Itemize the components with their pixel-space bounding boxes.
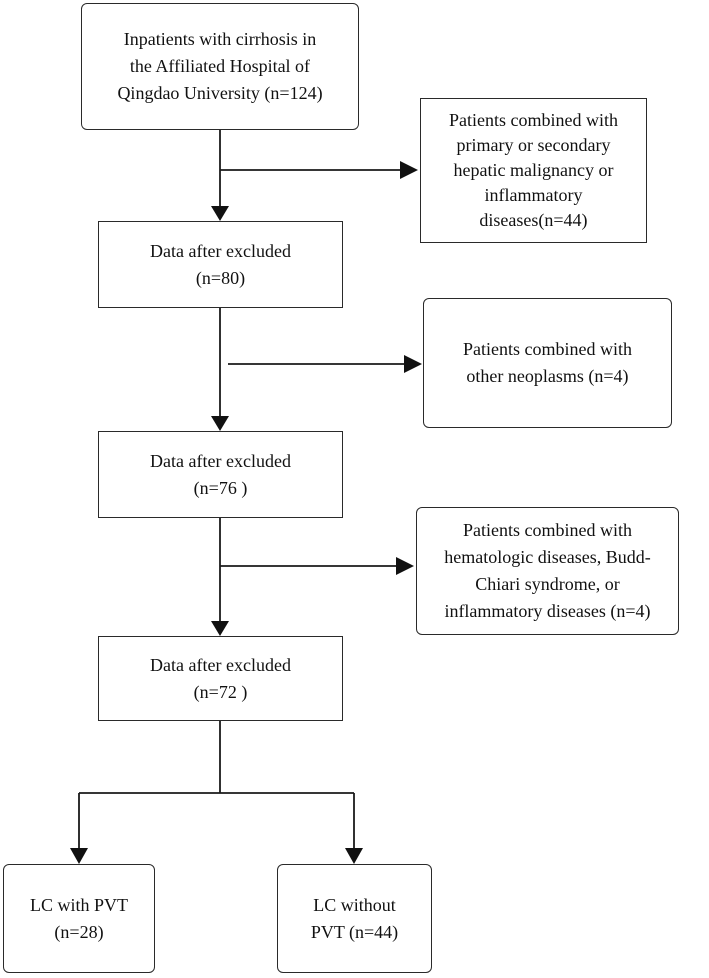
group-box-no-pvt: LC without PVT (n=44)	[277, 864, 432, 973]
exclusion-box-1: Patients combined with primary or second…	[420, 98, 647, 243]
arrowhead-group-pvt	[70, 848, 88, 864]
arrowhead-exclusion1	[400, 161, 418, 179]
group-box-no-pvt-text: LC without PVT (n=44)	[310, 894, 399, 942]
step-box-3: Data after excluded (n=72 )	[98, 636, 343, 721]
exclusion-box-2-text: Patients combined with other neoplasms (…	[463, 339, 632, 386]
exclusion-box-1-text: Patients combined with primary or second…	[449, 110, 618, 230]
exclusion-box-3-text: Patients combined with hematologic disea…	[444, 520, 651, 621]
exclusion-box-2: Patients combined with other neoplasms (…	[423, 298, 672, 428]
group-box-pvt-text: LC with PVT (n=28)	[29, 894, 128, 942]
start-box: Inpatients with cirrhosis in the Affilia…	[81, 3, 359, 130]
group-box-pvt: LC with PVT (n=28)	[3, 864, 155, 973]
arrowhead-step2	[211, 416, 229, 431]
arrowhead-group-no-pvt	[345, 848, 363, 864]
step-box-2-text: Data after excluded (n=76 )	[150, 450, 291, 498]
exclusion-box-3: Patients combined with hematologic disea…	[416, 507, 679, 635]
step-box-3-text: Data after excluded (n=72 )	[150, 654, 291, 702]
step-box-1: Data after excluded (n=80)	[98, 221, 343, 308]
arrowhead-exclusion3	[396, 557, 414, 575]
step-box-2: Data after excluded (n=76 )	[98, 431, 343, 518]
arrowhead-step1	[211, 206, 229, 221]
start-box-text: Inpatients with cirrhosis in the Affilia…	[117, 29, 323, 103]
arrowhead-exclusion2	[404, 355, 422, 373]
arrowhead-step3	[211, 621, 229, 636]
step-box-1-text: Data after excluded (n=80)	[150, 240, 291, 288]
